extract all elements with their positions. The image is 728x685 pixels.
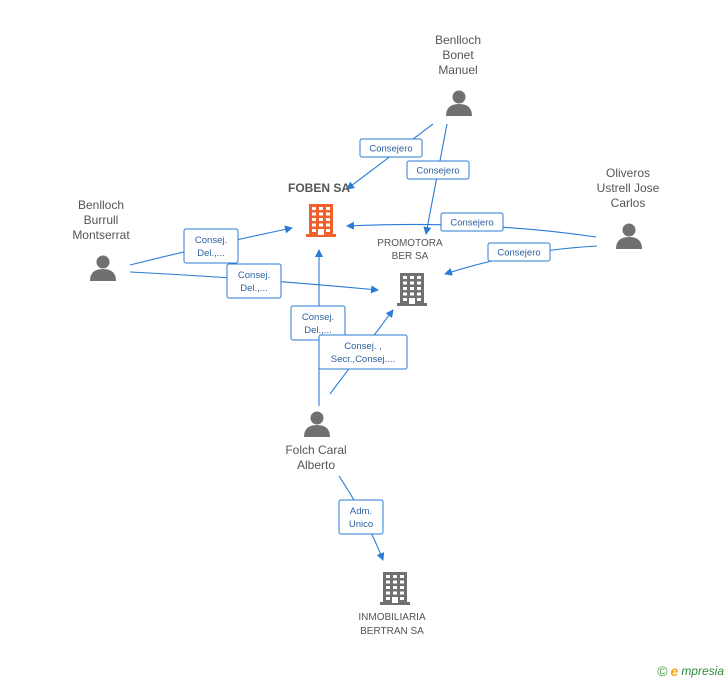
- person-icon: [616, 223, 642, 249]
- node-label: Carlos: [611, 196, 646, 210]
- edge-label-burrull-foben[interactable]: Consej. Del.,...: [183, 228, 239, 264]
- edge-labels-layer: ConsejeroConsejeroConsejeroConsejeroCons…: [183, 138, 551, 535]
- node-label: Ustrell Jose: [597, 181, 660, 195]
- edge-label-folch-inmobiliaria[interactable]: Adm. Unico: [338, 499, 384, 535]
- edge-label-box: [226, 263, 282, 299]
- node-inmobiliaria[interactable]: INMOBILIARIA BERTRAN SA: [358, 572, 426, 637]
- edge-label-box: [440, 212, 504, 232]
- edge-label-burrull-promotora[interactable]: Consej. Del.,...: [226, 263, 282, 299]
- edge-label-text: Del.,...: [240, 283, 267, 294]
- edge-label-text: Consej.: [238, 270, 270, 281]
- node-label: Folch Caral: [285, 443, 346, 457]
- node-label: Benlloch: [78, 198, 124, 212]
- nodes-layer: FOBEN SA PROMOTORA BER SA INMOBILIARIA BERTR…: [72, 33, 659, 637]
- edge-label-folch-foben[interactable]: Consej. Del.,...: [290, 305, 346, 341]
- edge-label-text: Consejero: [369, 144, 412, 155]
- person-icon: [446, 90, 472, 116]
- edge-label-text: Consejero: [416, 166, 459, 177]
- edge-label-oliveros-foben[interactable]: Consejero: [440, 212, 504, 232]
- node-label: Burrull: [84, 213, 119, 227]
- node-foben[interactable]: FOBEN SA: [288, 181, 350, 237]
- edge-label-text: Consejero: [450, 218, 493, 229]
- person-icon: [90, 255, 116, 281]
- edge-label-text: Consej.: [195, 235, 227, 246]
- node-label: Alberto: [297, 458, 335, 472]
- edge-label-text: Consej.: [302, 312, 334, 323]
- edge-label-box: [487, 242, 551, 262]
- edge-label-bonet-promotora[interactable]: Consejero: [406, 160, 470, 180]
- node-label: BERTRAN SA: [360, 626, 424, 637]
- node-label: Bonet: [442, 48, 474, 62]
- edge-label-box: [406, 160, 470, 180]
- brand-logo-text: mpresia: [681, 664, 724, 678]
- edge-label-text: Secr.,Consej....: [331, 354, 395, 365]
- edge-label-box: [318, 334, 408, 370]
- node-label: INMOBILIARIA: [358, 612, 426, 623]
- edge-label-text: Unico: [349, 519, 373, 530]
- building-icon: [306, 204, 336, 237]
- edge-label-oliveros-promotora[interactable]: Consejero: [487, 242, 551, 262]
- node-label: BER SA: [392, 251, 429, 262]
- edge-label-text: Adm.: [350, 506, 372, 517]
- building-icon: [397, 273, 427, 306]
- edge-label-text: Consej. ,: [344, 341, 382, 352]
- copyright-icon: ©: [657, 663, 668, 679]
- brand-logo-initial: e: [670, 663, 679, 679]
- edge-label-box: [183, 228, 239, 264]
- building-icon: [380, 572, 410, 605]
- edge-label-bonet-foben[interactable]: Consejero: [359, 138, 423, 158]
- edge-label-box: [338, 499, 384, 535]
- edge-label-box: [290, 305, 346, 341]
- edge-label-text: Del.,...: [304, 325, 331, 336]
- edge-label-text: Consejero: [497, 248, 540, 259]
- node-promotora[interactable]: PROMOTORA BER SA: [377, 238, 443, 306]
- node-label: Montserrat: [72, 228, 130, 242]
- node-label: Oliveros: [606, 166, 650, 180]
- node-label: FOBEN SA: [288, 181, 350, 195]
- node-label: PROMOTORA: [377, 238, 443, 249]
- edge-label-box: [359, 138, 423, 158]
- node-label: Benlloch: [435, 33, 481, 47]
- edge-label-folch-promotora[interactable]: Consej. , Secr.,Consej....: [318, 334, 408, 370]
- edge-label-text: Del.,...: [197, 248, 224, 259]
- node-label: Manuel: [438, 63, 477, 77]
- person-icon: [304, 411, 330, 437]
